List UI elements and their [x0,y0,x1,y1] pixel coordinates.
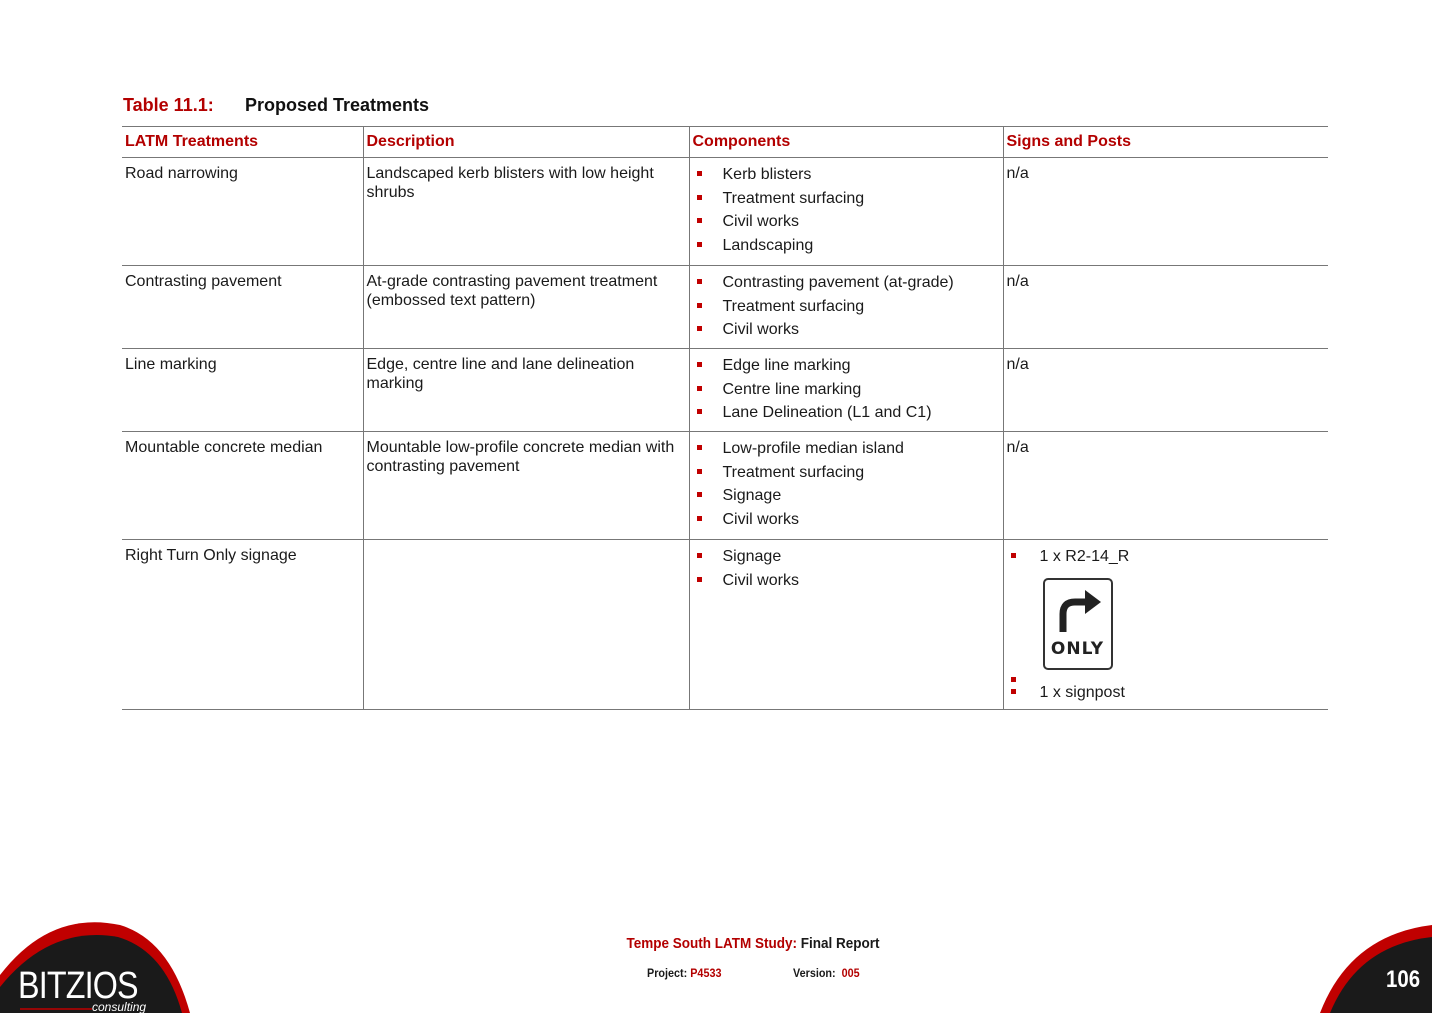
list-item: Low-profile median island [693,436,1000,462]
table-title: Proposed Treatments [245,95,430,115]
sign-word: ONLY [1050,638,1105,659]
list-item: Treatment surfacing [693,186,1000,212]
list-item: 1 x R2-14_R [1007,544,1326,570]
components-list: Contrasting pavement (at-grade) Treatmen… [693,270,1000,343]
list-item [1007,668,1326,682]
header-signs-and-posts: Signs and Posts [1002,126,1328,158]
signs-cell: n/a [1002,157,1328,266]
components-cell: Signage Civil works [688,539,1003,710]
signs-list: 1 x R2-14_R [1007,544,1326,570]
footer-study: Tempe South LATM Study: [626,935,797,952]
table-row: Line marking Edge, centre line and lane … [122,348,1328,432]
header-components: Components [688,126,1003,158]
signs-cell: n/a [1002,431,1328,540]
description-cell: Edge, centre line and lane delineation m… [362,348,689,432]
description-cell: At-grade contrasting pavement treatment … [362,265,689,349]
project-label: Project: [647,966,688,980]
table-number: Table 11.1: [123,95,214,115]
description-cell: Landscaped kerb blisters with low height… [362,157,689,266]
right-turn-only-sign: ONLY [1042,577,1113,670]
list-item: Centre line marking [693,377,1000,403]
table-caption: Table 11.1: Proposed Treatments [123,95,429,116]
list-item: Signage [693,544,1000,570]
list-item: 1 x signpost [1007,680,1326,706]
list-item: Lane Delineation (L1 and C1) [693,400,1000,426]
treatment-cell: Road narrowing [122,157,363,266]
components-list: Signage Civil works [693,544,1000,593]
treatment-cell: Contrasting pavement [122,265,363,349]
description-cell: Mountable low-profile concrete median wi… [362,431,689,540]
components-cell: Edge line marking Centre line marking La… [688,348,1003,432]
components-list: Edge line marking Centre line marking La… [693,353,1000,426]
signs-cell: n/a [1002,348,1328,432]
bitzios-logo [0,922,190,1013]
description-cell [362,539,689,710]
table-row: Mountable concrete median Mountable low-… [122,431,1328,540]
list-item: Kerb blisters [693,162,1000,188]
components-cell: Contrasting pavement (at-grade) Treatmen… [688,265,1003,349]
signs-cell: n/a [1002,265,1328,349]
footer-report: Final Report [800,935,880,952]
footer-report-title: Tempe South LATM Study: Final Report [75,935,1430,952]
table-row: Right Turn Only signage Signage Civil wo… [122,539,1328,710]
project-value: P4533 [690,966,722,980]
list-item: Civil works [693,209,1000,235]
treatment-cell: Line marking [122,348,363,432]
list-item: Treatment surfacing [693,294,1000,320]
header-description: Description [362,126,689,158]
version-value: 005 [841,966,860,980]
header-latm-treatments: LATM Treatments [122,126,363,158]
treatment-cell: Right Turn Only signage [122,539,363,710]
logo-tagline: consulting [92,1000,147,1013]
components-list: Kerb blisters Treatment surfacing Civil … [693,162,1000,258]
page-number-badge [1320,925,1432,1013]
list-item: Civil works [693,568,1000,594]
version-label: Version: [793,966,836,980]
list-item: Contrasting pavement (at-grade) [693,270,1000,296]
list-item: Civil works [693,507,1000,533]
table-row: Road narrowing Landscaped kerb blisters … [122,157,1328,266]
signs-cell: 1 x R2-14_R ONLY 1 x signpost [1002,539,1328,710]
footer-version: Version: 005 [793,966,860,980]
right-turn-arrow-icon [1059,589,1101,632]
list-item: Landscaping [693,233,1000,259]
treatments-table: LATM Treatments Description Components S… [122,126,1328,710]
list-item: Edge line marking [693,353,1000,379]
footer-project: Project: P4533 [647,966,721,980]
list-item: Civil works [693,317,1000,343]
table-header-row: LATM Treatments Description Components S… [122,126,1328,158]
components-cell: Kerb blisters Treatment surfacing Civil … [688,157,1003,266]
list-item: Treatment surfacing [693,460,1000,486]
components-list: Low-profile median island Treatment surf… [693,436,1000,532]
page-number: 106 [1386,966,1421,993]
signs-list: 1 x signpost [1007,668,1326,706]
table-row: Contrasting pavement At-grade contrastin… [122,265,1328,349]
logo-name: BITZIOS [18,965,139,1007]
list-item: Signage [693,483,1000,509]
components-cell: Low-profile median island Treatment surf… [688,431,1003,540]
treatment-cell: Mountable concrete median [122,431,363,540]
